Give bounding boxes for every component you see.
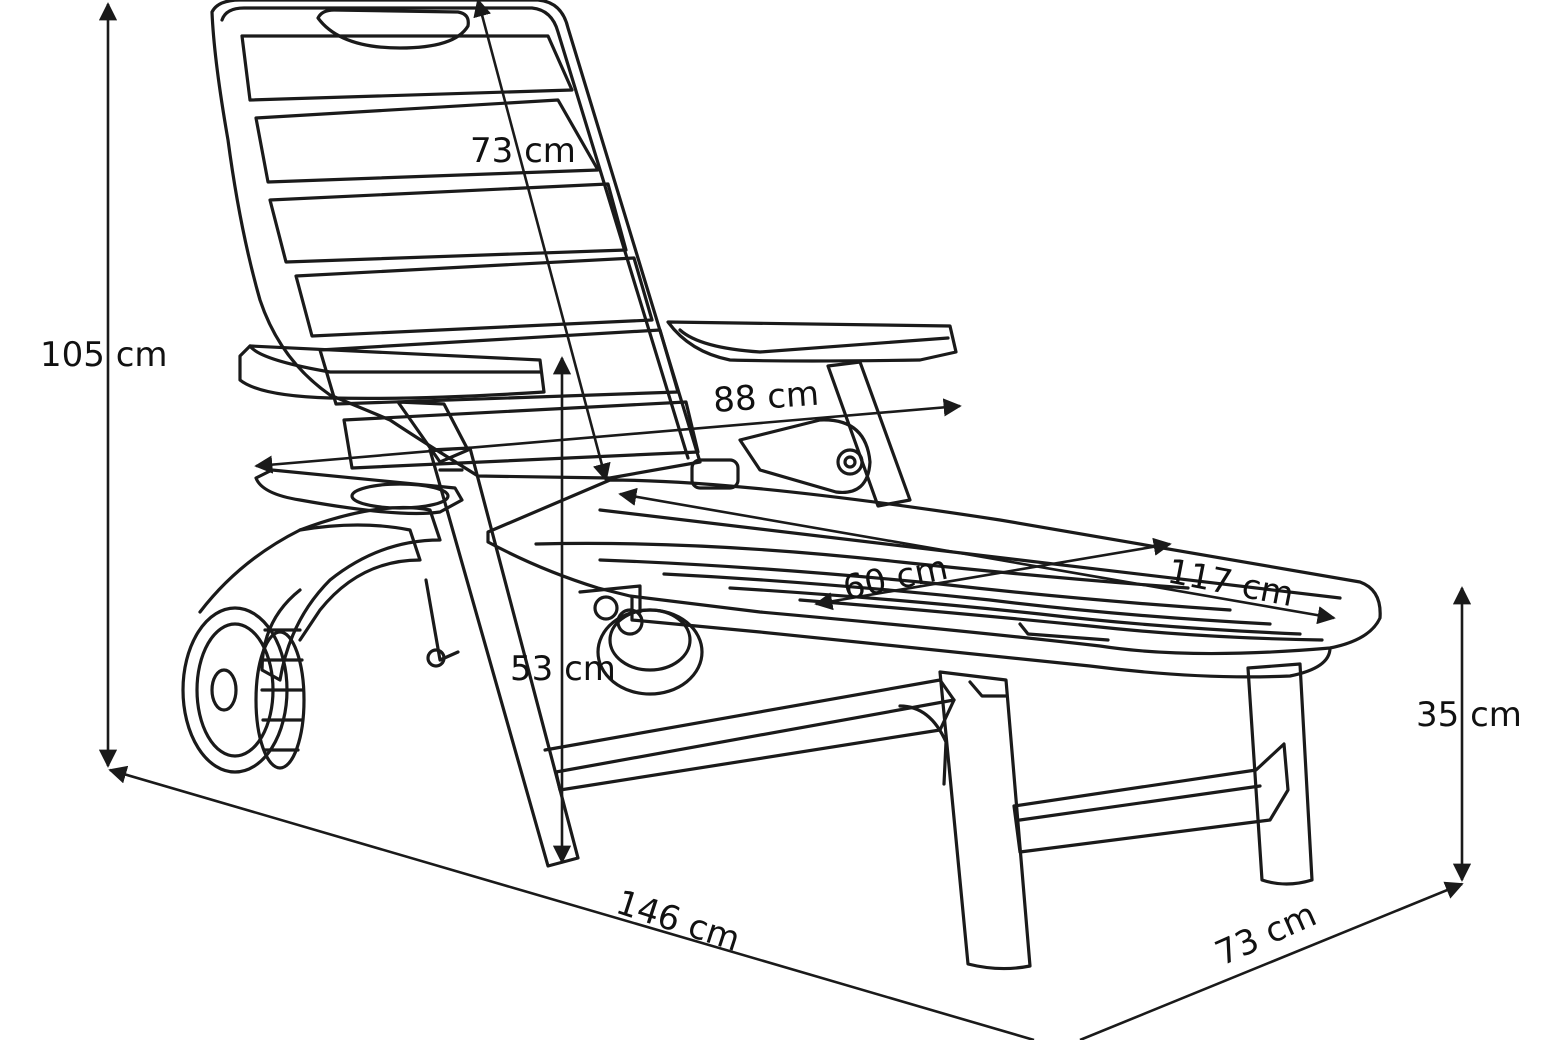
dim-line-overall-length: [108, 765, 1035, 1042]
drawing-stroke: [298, 523, 422, 642]
front-leg-left: [938, 670, 1032, 971]
drawing-stroke: [1018, 784, 1262, 822]
label-seat-height: 53 cm: [510, 649, 616, 689]
drawing-stroke: [608, 608, 692, 672]
front-leg-right: [1246, 662, 1314, 886]
backrest-slat: [268, 182, 628, 264]
dim-line-overall-width: [1079, 881, 1464, 1042]
drawing-stroke: [678, 328, 950, 354]
drawing-stroke: [593, 595, 619, 621]
drawing-stroke: [424, 578, 460, 662]
left-wheel-tire: [254, 630, 306, 770]
label-armrest-span: 88 cm: [712, 374, 820, 421]
left-wheel-hub: [210, 668, 238, 712]
backrest-slat: [240, 34, 574, 102]
side-rail: [543, 678, 956, 774]
backrest-slat: [318, 328, 680, 406]
label-overall-length: 146 cm: [611, 883, 745, 960]
drawing-stroke: [248, 344, 542, 374]
dim-line-seat-length: [618, 487, 1336, 625]
front-crossbar: [1012, 742, 1290, 854]
drawing-stroke: [350, 482, 450, 510]
seat-front: [630, 596, 1332, 679]
armrest-right: [666, 320, 958, 363]
label-leg-height: 35 cm: [1416, 695, 1522, 735]
backrest-slat: [294, 256, 654, 338]
drawing-stroke: [426, 648, 446, 668]
label-backrest-length: 73 cm: [470, 131, 576, 171]
side-tray: [254, 468, 464, 516]
wheel-arm: [198, 505, 442, 682]
side-rail-brace: [898, 704, 948, 786]
hinge-knob: [836, 448, 864, 476]
drawing-stroke: [968, 680, 1008, 698]
arm-support-right: [826, 360, 912, 508]
label-overall-width: 73 cm: [1209, 895, 1322, 975]
backrest-inner: [220, 6, 690, 460]
backrest-slat: [342, 400, 700, 470]
drawing-stroke: [260, 628, 305, 752]
dim-line-armrest-span: [254, 398, 962, 474]
label-overall-height: 105 cm: [40, 335, 168, 375]
backrest-handle: [316, 8, 470, 50]
drawing-stroke: [843, 455, 857, 469]
drawing-stroke: [1018, 622, 1110, 642]
